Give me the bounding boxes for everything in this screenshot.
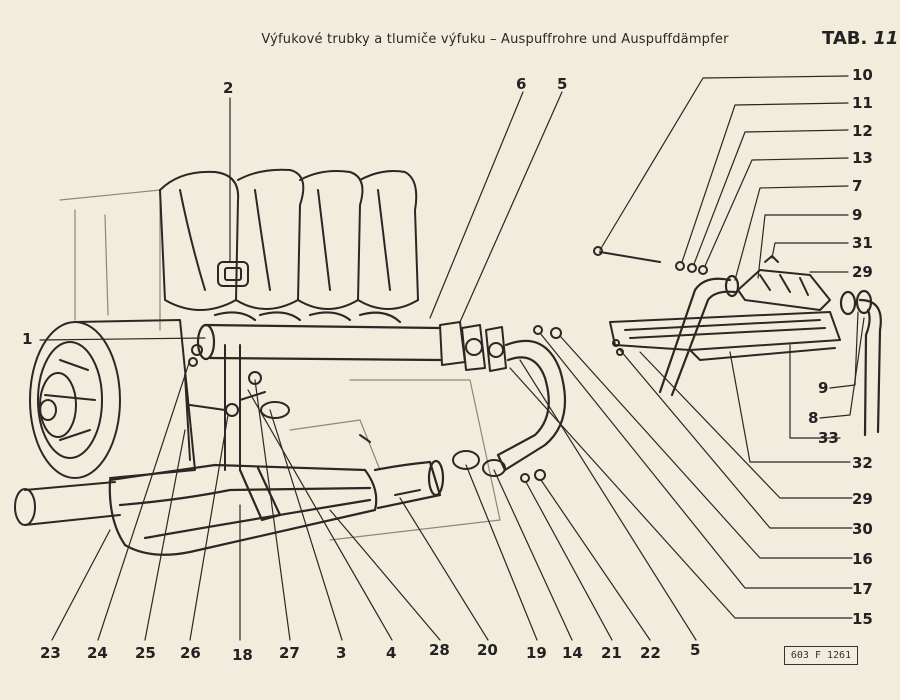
cylinder-shroud	[159, 168, 419, 311]
callout-1: 1	[22, 330, 32, 348]
long-bolt-and-washers	[593, 246, 708, 275]
callout-27: 27	[279, 644, 300, 662]
callout-24: 24	[87, 644, 108, 662]
flange-gaskets	[439, 321, 507, 372]
engine-block-outline	[59, 189, 501, 541]
callout-30: 30	[852, 520, 873, 538]
callout-labels: 2 6 5 10 11 12 13 7 9 31 29 1 9 8 33 32 …	[22, 66, 873, 664]
callout-6: 6	[516, 75, 526, 93]
callout-19: 19	[526, 644, 547, 662]
filler-cap	[217, 261, 249, 287]
support-bracket	[184, 344, 290, 471]
callout-29-top: 29	[852, 263, 873, 281]
callout-33: 33	[818, 429, 839, 447]
callout-29-bottom: 29	[852, 490, 873, 508]
heater-box	[737, 255, 831, 311]
callout-15: 15	[852, 610, 873, 628]
callout-20: 20	[477, 641, 498, 659]
leader-lines	[39, 75, 865, 641]
page-title: Výfukové trubky a tlumiče výfuku – Auspu…	[261, 32, 729, 47]
callout-9-top: 9	[852, 206, 862, 224]
callout-2: 2	[223, 79, 233, 97]
heat-exchanger-plate	[609, 311, 841, 361]
callout-9-bottom: 9	[818, 379, 828, 397]
tab-prefix: TAB.	[822, 28, 868, 49]
callout-18: 18	[232, 646, 253, 664]
cooling-fan-housing	[29, 319, 196, 479]
heater-pipe-right	[839, 289, 882, 437]
callout-21: 21	[601, 644, 622, 662]
callout-11: 11	[852, 94, 873, 112]
exhaust-manifold	[196, 311, 442, 362]
callout-8: 8	[808, 409, 818, 427]
callout-25: 25	[135, 644, 156, 662]
exhaust-outlet-tube	[14, 481, 121, 526]
callout-22: 22	[640, 644, 661, 662]
exhaust-muffler	[108, 459, 445, 556]
callout-16: 16	[852, 550, 873, 568]
callout-14: 14	[562, 644, 583, 662]
callout-7: 7	[852, 177, 862, 195]
callout-17: 17	[852, 580, 873, 598]
small-hardware	[188, 325, 562, 496]
callout-13: 13	[852, 149, 873, 167]
callout-26: 26	[180, 644, 201, 662]
heater-pipe-left	[658, 274, 740, 397]
drawing-reference-stamp: 603 F 1261	[784, 646, 858, 665]
callout-3: 3	[336, 644, 346, 662]
callout-5-top: 5	[557, 75, 567, 93]
table-number: TAB.11	[822, 28, 898, 49]
callout-31: 31	[852, 234, 873, 252]
callout-12: 12	[852, 122, 873, 140]
curved-tail-pipe	[496, 339, 567, 472]
callout-5-bottom: 5	[690, 641, 700, 659]
callout-23: 23	[40, 644, 61, 662]
tab-number: 11	[873, 28, 899, 49]
callout-10: 10	[852, 66, 873, 84]
callout-4: 4	[386, 644, 396, 662]
callout-28: 28	[429, 641, 450, 659]
callout-32: 32	[852, 454, 873, 472]
